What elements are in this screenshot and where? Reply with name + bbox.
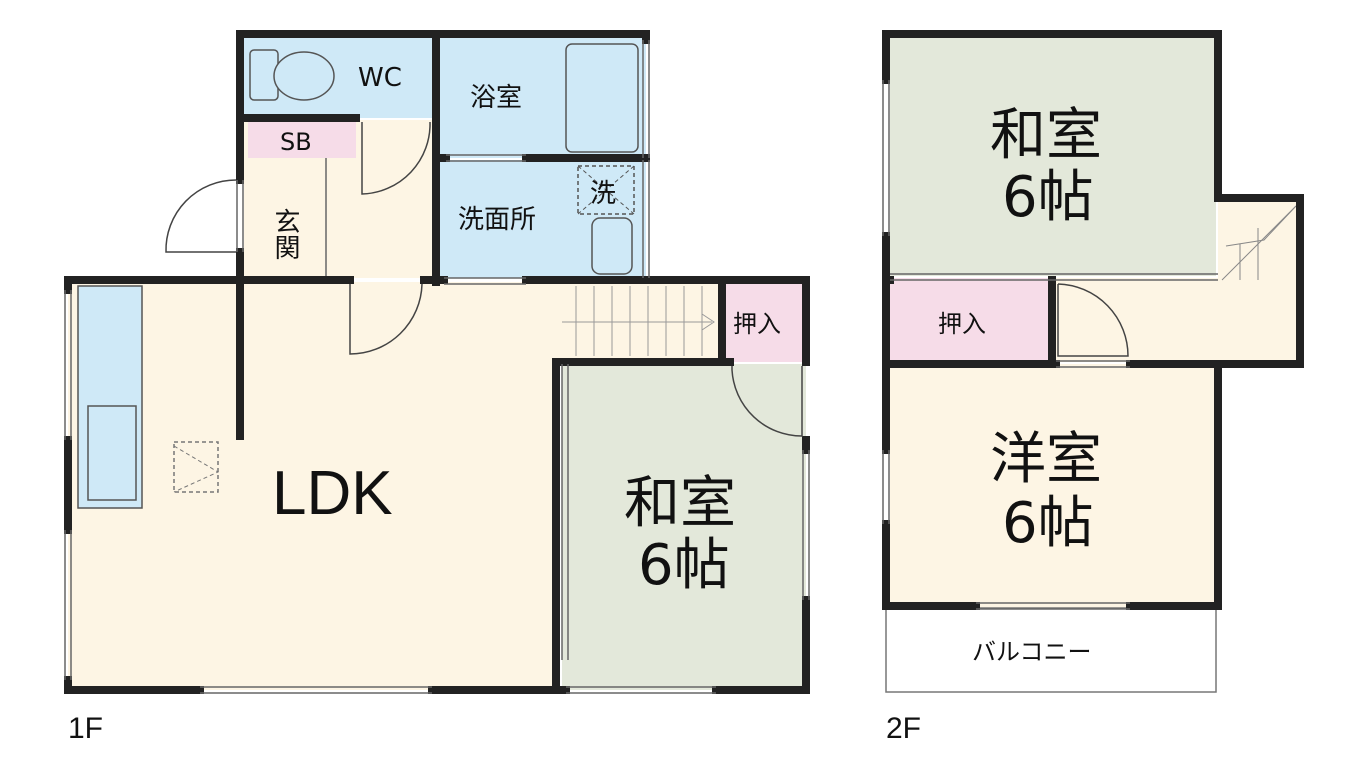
washitsu-1f-name: 和室 xyxy=(624,471,736,536)
ldk-room xyxy=(68,282,560,690)
washroom-label: 洗面所 xyxy=(458,205,536,235)
stair-landing-2f xyxy=(1218,198,1300,362)
yoshitsu-2f-size: 6帖 xyxy=(1002,491,1094,556)
closet-2f xyxy=(890,278,1052,362)
walls-2f xyxy=(882,30,1304,610)
washitsu-2f-size: 6帖 xyxy=(1002,165,1094,230)
ldk-label: LDK xyxy=(272,459,393,528)
fridge-space xyxy=(173,441,219,493)
walls-1f xyxy=(64,30,810,694)
washitsu-1f xyxy=(562,364,806,690)
washitsu-1f-size: 6帖 xyxy=(638,533,730,598)
stairs-2f xyxy=(1221,205,1297,281)
washer-box xyxy=(577,165,635,215)
sb-area xyxy=(248,122,356,158)
wash-basin xyxy=(591,217,633,275)
floor-2: 和室 6帖 押入 洋室 6帖 バルコニー 2F xyxy=(882,30,1304,745)
stairs-1f xyxy=(562,286,715,356)
balcony-label: バルコニー xyxy=(972,638,1092,666)
yoshitsu-2f xyxy=(890,364,1216,608)
washitsu-2f-name: 和室 xyxy=(990,103,1102,168)
wc-label: WC xyxy=(358,63,402,93)
sink xyxy=(87,405,137,501)
sb-label: SB xyxy=(280,128,312,156)
floor-1: WC 浴室 SB 玄関 洗面所 洗 押入 LDK 和室 6帖 1F xyxy=(64,30,810,745)
floor-2-label: 2F xyxy=(886,712,921,745)
washer-diagonal-2 xyxy=(577,165,635,215)
windows-2f xyxy=(882,80,1218,610)
yoshitsu-2f-name: 洋室 xyxy=(990,427,1102,492)
closet-2f-label: 押入 xyxy=(938,310,986,338)
doors-1f xyxy=(165,121,803,437)
toilet-bowl xyxy=(273,51,335,101)
bath-label: 浴室 xyxy=(470,83,522,113)
fridge-marker xyxy=(173,445,220,493)
floor-1-label: 1F xyxy=(68,712,103,745)
entrance-label-1: 玄関 xyxy=(270,208,300,260)
washer-label: 洗 xyxy=(590,179,616,209)
washitsu-2f xyxy=(890,36,1216,276)
windows-1f xyxy=(64,40,810,694)
hall-2f xyxy=(1054,278,1218,362)
balcony xyxy=(885,607,1217,693)
closet-1f xyxy=(726,282,806,362)
bathtub xyxy=(565,43,639,153)
closet-1f-label: 押入 xyxy=(733,310,781,338)
doors-2f xyxy=(1057,283,1129,357)
